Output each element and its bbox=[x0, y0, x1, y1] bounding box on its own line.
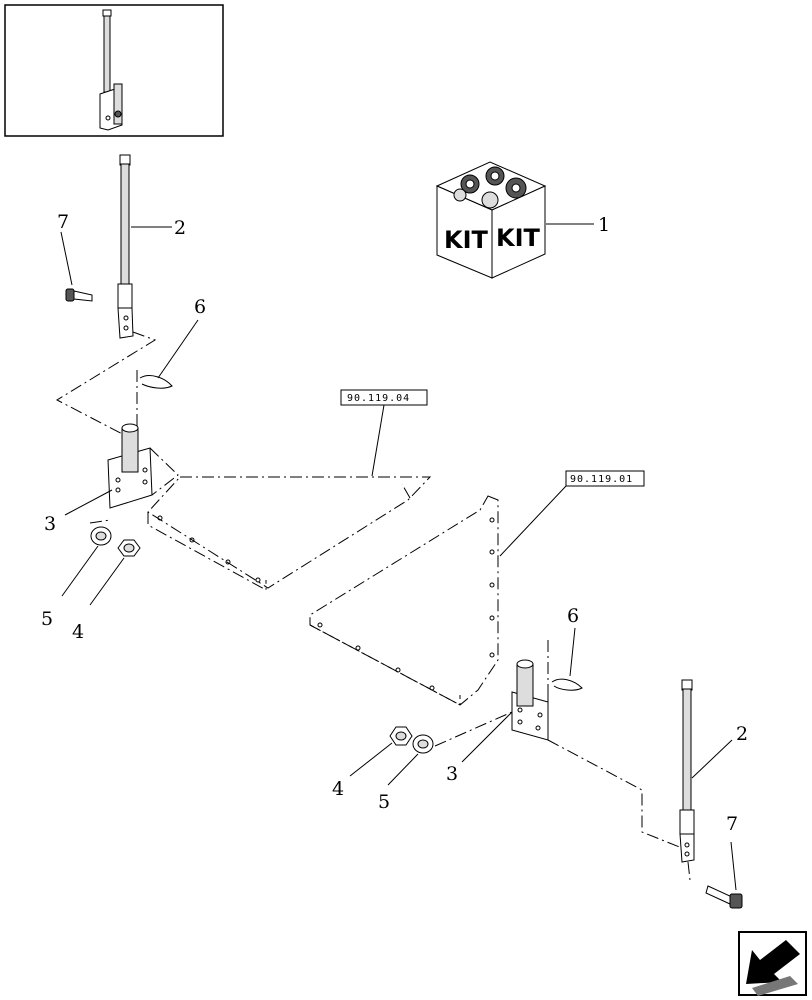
pin-right bbox=[547, 640, 583, 700]
callout-kit: 1 bbox=[598, 214, 610, 236]
callout-nut-left: 4 bbox=[72, 621, 84, 643]
thumbnail-inset[interactable] bbox=[4, 4, 224, 137]
ref-box-a[interactable]: 90.119.04 bbox=[340, 389, 428, 406]
callout-nut-right: 4 bbox=[332, 778, 344, 800]
kit-label-left: KIT bbox=[444, 226, 489, 254]
ref-box-b[interactable]: 90.119.01 bbox=[565, 470, 645, 487]
bolt-left bbox=[65, 288, 93, 302]
callout-pin-right: 6 bbox=[567, 605, 579, 627]
washer-left bbox=[90, 526, 112, 546]
bolt-right bbox=[705, 885, 743, 909]
bracket-right bbox=[511, 659, 549, 741]
callout-lever-left: 2 bbox=[174, 217, 186, 239]
callout-lever-right: 2 bbox=[736, 723, 748, 745]
nut-left bbox=[117, 539, 141, 557]
lever-right bbox=[679, 679, 695, 863]
frame-left bbox=[147, 476, 432, 591]
nut-right bbox=[389, 726, 413, 746]
lever-left bbox=[117, 154, 134, 339]
frame-right bbox=[309, 495, 499, 706]
callout-bracket-left: 3 bbox=[44, 513, 56, 535]
callout-bolt-left: 7 bbox=[57, 211, 69, 233]
bracket-left bbox=[107, 423, 179, 509]
callout-washer-right: 5 bbox=[378, 791, 390, 813]
callout-bracket-right: 3 bbox=[446, 763, 458, 785]
ref-label-b: 90.119.01 bbox=[570, 474, 633, 485]
kit-label-right: KIT bbox=[496, 224, 541, 252]
callout-bolt-right: 7 bbox=[726, 813, 738, 835]
arrow-left-down-icon[interactable] bbox=[738, 931, 807, 996]
kit-box-icon: KIT KIT bbox=[435, 161, 547, 279]
ref-label-a: 90.119.04 bbox=[347, 393, 410, 404]
pin-left bbox=[136, 370, 173, 440]
callout-pin-left: 6 bbox=[194, 296, 206, 318]
callout-washer-left: 5 bbox=[41, 608, 53, 630]
washer-right bbox=[412, 734, 434, 754]
